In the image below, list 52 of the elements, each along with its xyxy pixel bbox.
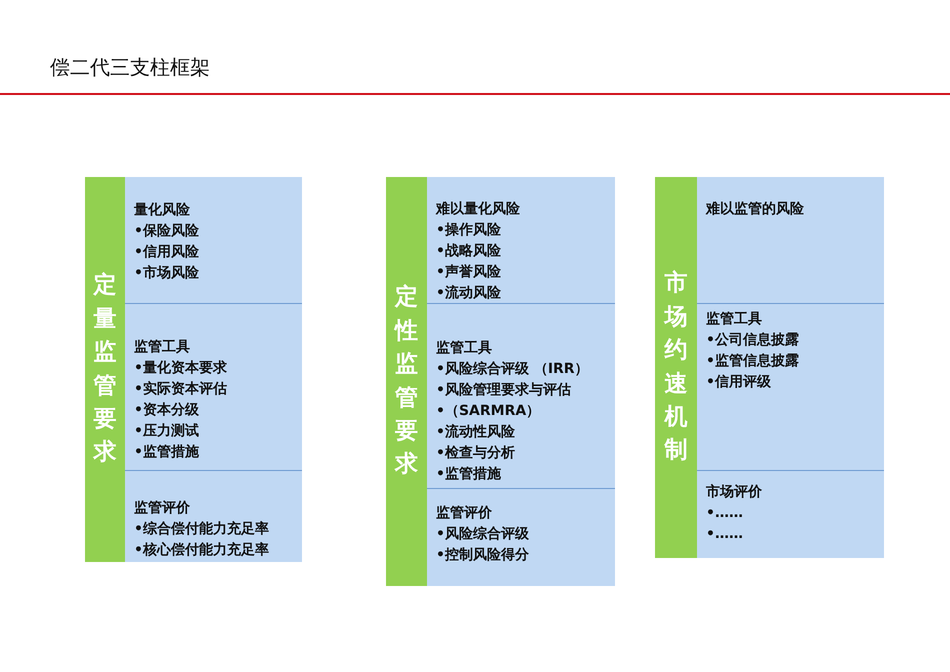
- list-item: •流动性风险: [436, 422, 516, 442]
- section-heading: 监管工具: [436, 339, 493, 358]
- list-item: •信用评级: [706, 373, 772, 392]
- list-item: •综合偿付能力充足率: [134, 520, 270, 539]
- category-panel: [697, 177, 884, 303]
- pillar-title: 定量监管要求: [94, 271, 116, 468]
- list-item: •风险综合评级 （IRR）: [436, 360, 590, 379]
- category-panel: [697, 470, 884, 558]
- category-panel: [125, 470, 302, 562]
- list-item: •监管信息披露: [706, 352, 800, 371]
- list-item: •保险风险: [134, 222, 200, 241]
- list-item: •声誉风险: [436, 263, 502, 282]
- list-item: •流动风险: [436, 284, 502, 303]
- category-panel: [427, 303, 615, 488]
- pillar-title: 市场约速机制: [664, 269, 688, 466]
- list-item: •风险管理要求与评估: [436, 381, 572, 400]
- category-panel: [125, 177, 302, 303]
- section-heading: 量化风险: [134, 201, 191, 220]
- list-item: •资本分级: [134, 401, 200, 420]
- pillar-title-bar: [655, 177, 697, 558]
- category-panel: [125, 303, 302, 470]
- list-item: •风险综合评级: [436, 525, 530, 544]
- section-heading: 监管评价: [436, 504, 493, 523]
- list-item: •操作风险: [436, 221, 502, 240]
- category-panel: [427, 177, 615, 303]
- list-item: •压力测试: [134, 422, 200, 441]
- pillar-title-bar: [386, 177, 427, 586]
- pillar-title: 定性监管要求: [395, 283, 418, 480]
- page-title: 偿二代三支柱框架: [50, 54, 210, 81]
- section-heading: 监管工具: [134, 338, 191, 357]
- list-item: •检查与分析: [436, 444, 516, 463]
- list-item: •量化资本要求: [134, 359, 228, 378]
- section-heading: 监管评价: [134, 499, 191, 518]
- pillar-title-bar: [85, 177, 125, 562]
- list-item: •实际资本评估: [134, 380, 228, 399]
- list-item: •公司信息披露: [706, 331, 800, 350]
- section-heading: 难以量化风险: [436, 200, 521, 219]
- list-item: •……: [706, 504, 744, 523]
- section-heading: 监管工具: [706, 310, 763, 329]
- section-heading: 市场评价: [706, 482, 763, 502]
- list-item: •战略风险: [436, 242, 502, 261]
- list-item: •（SARMRA）: [436, 402, 542, 421]
- list-item: •核心偿付能力充足率: [134, 540, 270, 560]
- category-panel: [427, 488, 615, 586]
- list-item: •市场风险: [134, 264, 200, 283]
- list-item: •信用风险: [134, 243, 200, 262]
- list-item: •监管措施: [436, 465, 502, 484]
- section-heading: 难以监管的风险: [706, 200, 805, 219]
- list-item: •监管措施: [134, 443, 200, 462]
- category-panel: [697, 303, 884, 470]
- list-item: •控制风险得分: [436, 546, 530, 565]
- list-item: •……: [706, 525, 744, 544]
